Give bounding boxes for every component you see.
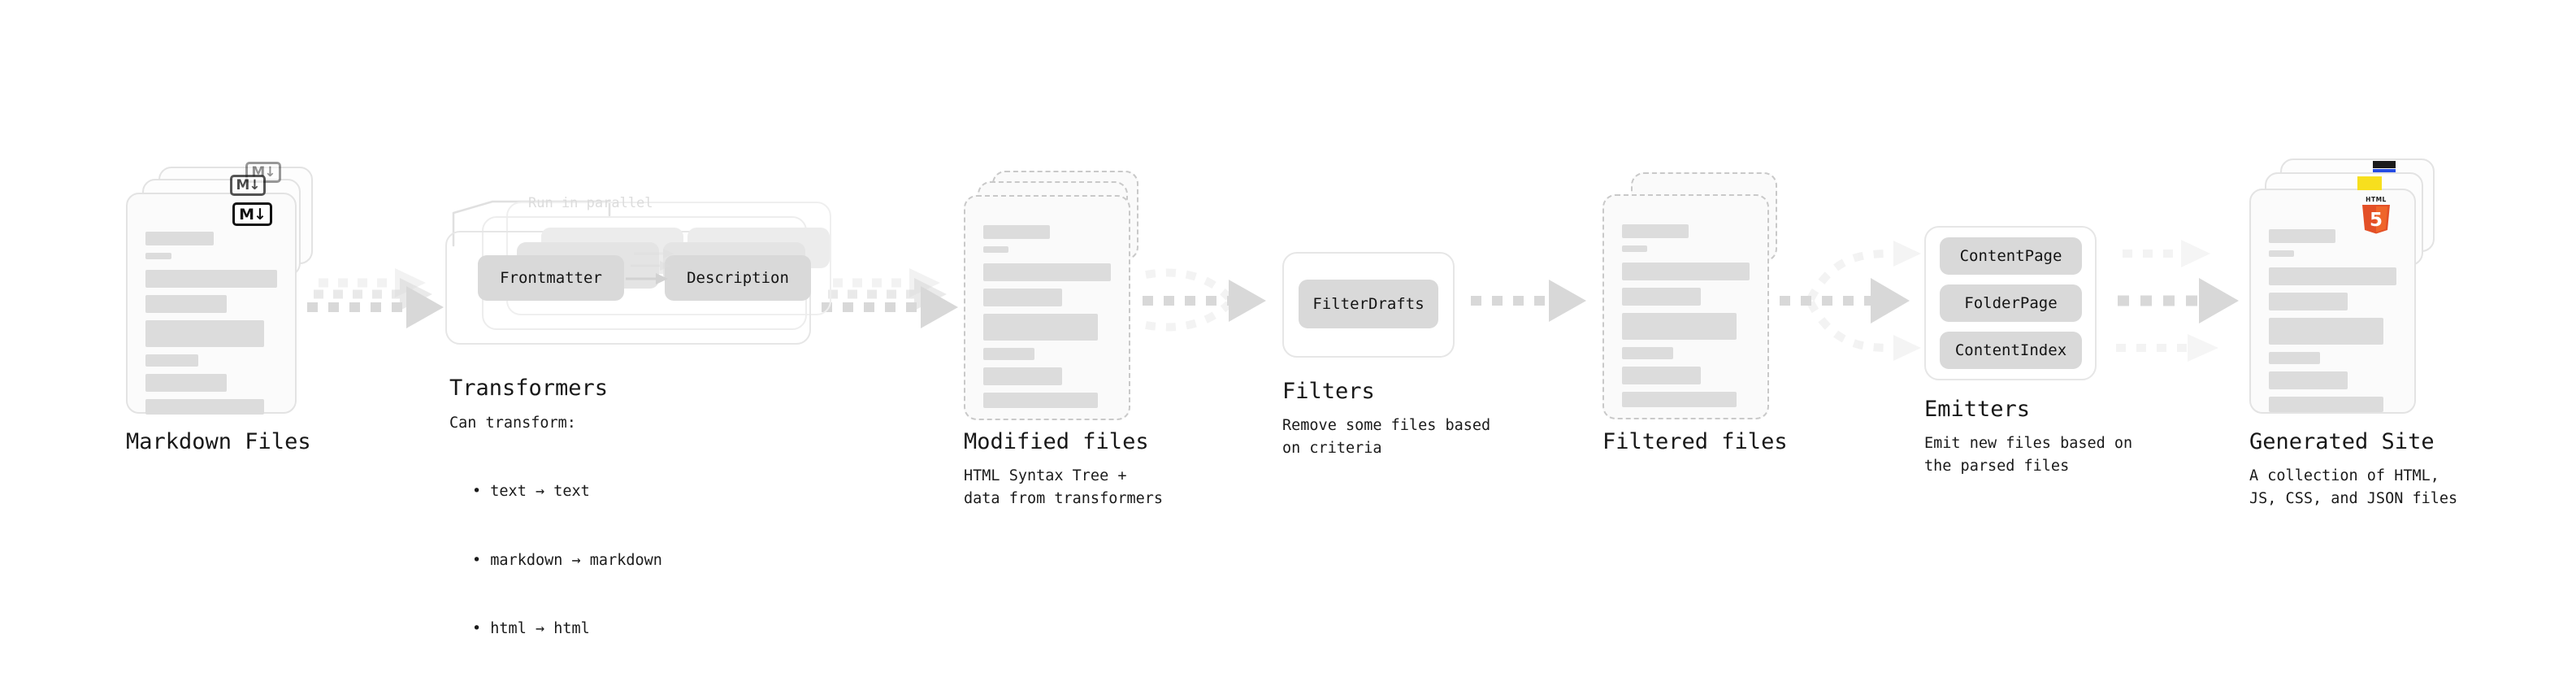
line [145, 295, 228, 313]
line [1622, 347, 1673, 359]
line [1622, 313, 1737, 340]
line [1622, 263, 1750, 280]
line [2269, 352, 2320, 364]
line [145, 320, 264, 347]
emitters-subtitle: Emit new files based on the parsed files [1924, 435, 2133, 475]
markdown-icon: M↓ [232, 202, 272, 226]
line [983, 225, 1050, 239]
line [983, 348, 1034, 360]
line [1622, 224, 1689, 238]
transformers-group: . . . . Frontmatter Description [445, 202, 835, 364]
line [145, 253, 172, 259]
line [1622, 367, 1702, 384]
js-badge [2357, 176, 2382, 190]
modified-files-stack [964, 171, 1151, 431]
markdown-files-title: Markdown Files [126, 429, 311, 454]
site-placeholder-lines [2269, 229, 2396, 419]
line [1622, 288, 1702, 306]
line [145, 270, 277, 288]
line [145, 354, 198, 367]
generated-site-title: Generated Site [2249, 429, 2435, 454]
transformer-pill-frontmatter[interactable]: Frontmatter [478, 255, 624, 301]
emitters-title: Emitters [1924, 397, 2031, 422]
transformers-subtitle: Can transform: [449, 415, 576, 432]
emitters-box [1924, 226, 2097, 380]
svg-text:5: 5 [2370, 210, 2383, 231]
line [2269, 250, 2295, 257]
site-card-front [2249, 189, 2416, 414]
generated-site-subtitle: A collection of HTML, JS, CSS, and JSON … [2249, 467, 2458, 508]
line [983, 393, 1099, 408]
css-badge [2373, 161, 2396, 172]
line [2269, 267, 2396, 285]
markdown-card-front [126, 193, 297, 415]
line [2269, 397, 2384, 412]
transformers-bullet-1: • markdown → markdown [472, 551, 662, 569]
filters-box [1282, 252, 1455, 358]
svg-text:HTML: HTML [2366, 196, 2387, 203]
emitters-pill-contentpage[interactable]: ContentPage [1940, 237, 2082, 275]
conn-filters-filtered [1471, 280, 1586, 322]
line [145, 374, 228, 392]
filters-title: Filters [1282, 379, 1375, 404]
emitters-pill-contentindex[interactable]: ContentIndex [1940, 332, 2082, 369]
line [2269, 371, 2348, 389]
markdown-icon-back-1: M↓ [230, 175, 266, 196]
transformers-bullets: • text → text • markdown → markdown • ht… [459, 435, 662, 686]
line [983, 314, 1099, 341]
line [983, 367, 1063, 385]
transformers-bullet-0: • text → text [472, 483, 590, 501]
transformer-pill-description[interactable]: Description [665, 255, 811, 301]
conn-filtered-emitters [1780, 241, 1921, 361]
line [2269, 293, 2348, 310]
conn-transformers-modified [822, 268, 958, 328]
line [2269, 318, 2384, 345]
transformers-title: Transformers [449, 376, 609, 401]
conn-markdown-transformers [307, 268, 444, 328]
filters-subtitle: Remove some files based on criteria [1282, 417, 1491, 458]
filtered-card-front [1602, 194, 1769, 419]
transformers-bullet-2: • html → html [472, 619, 590, 637]
line [145, 232, 215, 245]
line [2269, 229, 2335, 243]
markdown-placeholder-lines [145, 232, 277, 422]
filters-pill-filterdrafts[interactable]: FilterDrafts [1299, 280, 1438, 328]
filtered-files-title: Filtered files [1602, 429, 1788, 454]
modified-card-front [964, 195, 1130, 420]
modified-placeholder-lines [983, 225, 1111, 415]
line [1622, 245, 1648, 252]
modified-files-subtitle: HTML Syntax Tree + data from transformer… [964, 467, 1164, 508]
run-in-parallel-label: Run in parallel [528, 195, 653, 211]
modified-files-title: Modified files [964, 429, 1149, 454]
line [1622, 392, 1737, 407]
filtered-placeholder-lines [1622, 224, 1750, 415]
filtered-files-stack [1602, 172, 1789, 432]
conn-modified-filters [1143, 268, 1266, 332]
line [983, 289, 1063, 306]
emitters-pill-folderpage[interactable]: FolderPage [1940, 284, 2082, 322]
line [983, 263, 1111, 281]
html5-icon: HTML 5 [2358, 194, 2394, 235]
line [145, 399, 264, 415]
markdown-files-stack: M↓ M↓ M↓ [126, 162, 313, 423]
generated-site-stack: HTML 5 [2249, 158, 2444, 427]
line [983, 246, 1009, 253]
conn-emitters-site [2116, 240, 2239, 362]
